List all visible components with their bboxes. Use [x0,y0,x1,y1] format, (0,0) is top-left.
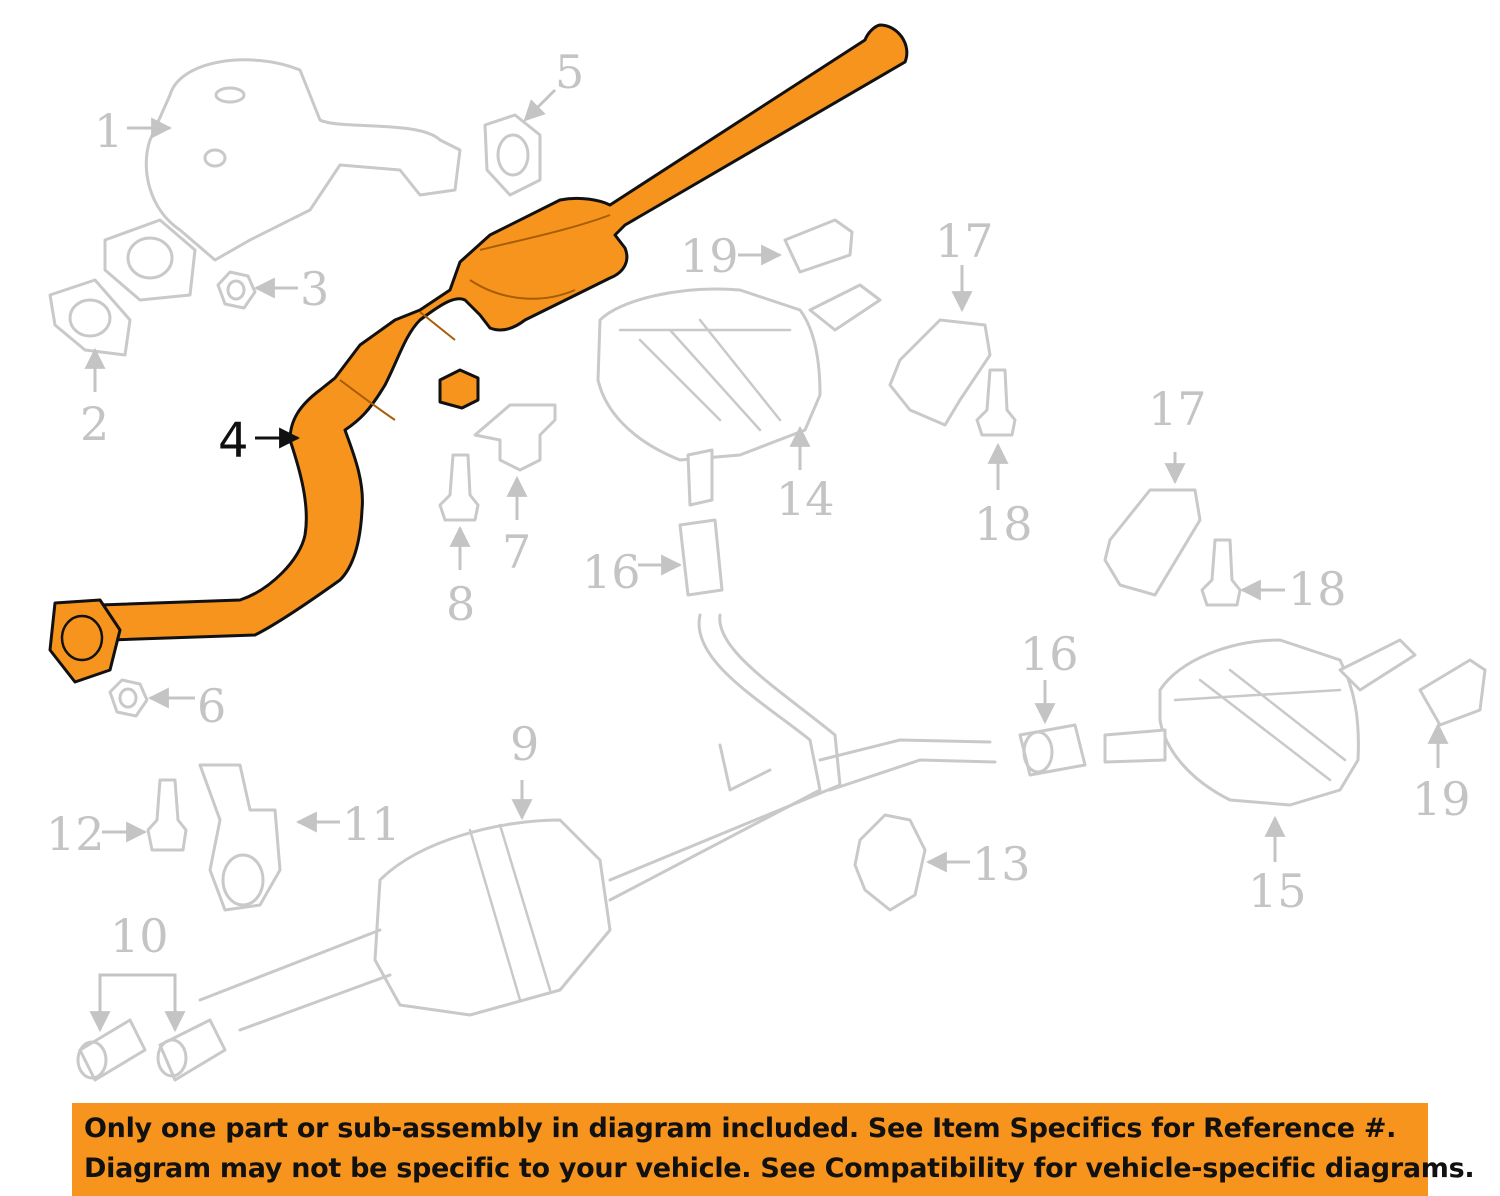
callout-12: 12 [46,807,105,861]
disclaimer-banner: Only one part or sub-assembly in diagram… [72,1103,1475,1196]
part-18-bolt-upper [975,368,1017,437]
part-6-nut [108,678,149,718]
part-4-front-exhaust-pipe-highlighted [48,23,909,684]
part-15-muffler [1103,638,1417,807]
callout-2: 2 [80,397,109,451]
part-16-clamp-upper [678,518,724,597]
part-10-clamp-left [76,1018,147,1082]
part-12-bolt [146,778,188,852]
callout-19-right: 19 [1412,772,1471,826]
callout-4: 4 [218,413,249,469]
exhaust-system-diagram: 1 2 3 5 4 6 7 8 9 10 11 12 13 14 15 16 1… [46,23,1487,1082]
callout-10: 10 [110,909,169,963]
part-17-hanger-lower [1103,488,1202,597]
callout-18-lower: 18 [1288,562,1347,616]
callout-1: 1 [94,104,123,158]
part-9-intermediate-pipe [198,613,997,1032]
callout-14: 14 [776,472,835,526]
callout-9: 9 [510,717,539,771]
part-3-nut [216,270,257,310]
callout-17-upper: 17 [935,214,994,268]
part-5-gasket [483,113,542,197]
callout-3: 3 [300,262,329,316]
disclaimer-line-1: Only one part or sub-assembly in diagram… [84,1113,1397,1144]
part-11-bracket [198,763,282,912]
part-8-bolt [438,453,480,522]
callout-18-upper: 18 [974,497,1033,551]
disclaimer-line-2: Diagram may not be specific to your vehi… [84,1153,1475,1184]
part-1-converter-assembly [103,58,462,302]
callout-15: 15 [1248,864,1307,918]
part-13-hanger [853,813,927,912]
callout-8: 8 [446,577,475,631]
callout-arrows [84,88,1449,1033]
part-19-tip-right [1418,658,1487,727]
part-2-gasket [48,278,132,357]
callout-19-upper: 19 [680,229,739,283]
callout-16-upper: 16 [582,545,641,599]
callout-5: 5 [555,45,584,99]
part-10-clamp-right [156,1018,227,1082]
callout-13: 13 [972,837,1031,891]
part-7-hanger-bracket [473,403,557,472]
callout-17-lower: 17 [1148,382,1207,436]
callout-7: 7 [502,525,531,579]
part-17-hanger-upper [888,318,992,427]
part-19-tip-upper [783,218,854,274]
part-18-bolt-lower [1200,538,1242,607]
part-16-clamp-right [1018,723,1087,777]
callout-11: 11 [342,797,401,851]
part-14-muffler [596,283,882,507]
callout-16-right: 16 [1020,627,1079,681]
callout-6: 6 [197,679,226,733]
